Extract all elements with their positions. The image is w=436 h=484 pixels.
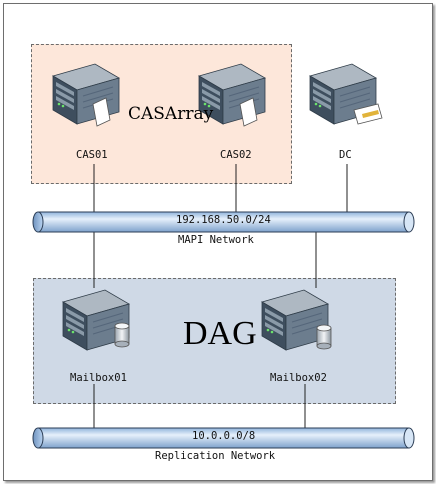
- connector-lines: [93, 164, 348, 428]
- replication-network-pipe: [32, 427, 415, 449]
- cas01-server: [52, 63, 120, 127]
- cas01-label: CAS01: [76, 149, 108, 161]
- mailbox01-label: Mailbox01: [70, 372, 127, 384]
- cas02-label: CAS02: [220, 149, 252, 161]
- dag-title: DAG: [183, 315, 257, 352]
- card-icon: [239, 97, 258, 127]
- cas02-server: [198, 63, 266, 127]
- card-icon: [353, 103, 383, 125]
- card-icon: [92, 97, 111, 127]
- database-icon: [114, 322, 130, 348]
- mapi-network-subnet: 192.168.50.0/24: [176, 214, 271, 226]
- replication-network-name: Replication Network: [155, 450, 276, 462]
- dc-label: DC: [339, 149, 352, 161]
- mapi-network-pipe: [32, 211, 415, 233]
- cas-array-title: CASArray: [128, 104, 214, 124]
- replication-network-subnet: 10.0.0.0/8: [192, 430, 256, 442]
- mapi-network-name: MAPI Network: [178, 234, 254, 246]
- mailbox02-label: Mailbox02: [270, 372, 327, 384]
- mailbox02-server: [261, 289, 332, 351]
- dc-server: [309, 63, 383, 125]
- mailbox01-server: [62, 289, 130, 351]
- database-icon: [316, 324, 332, 350]
